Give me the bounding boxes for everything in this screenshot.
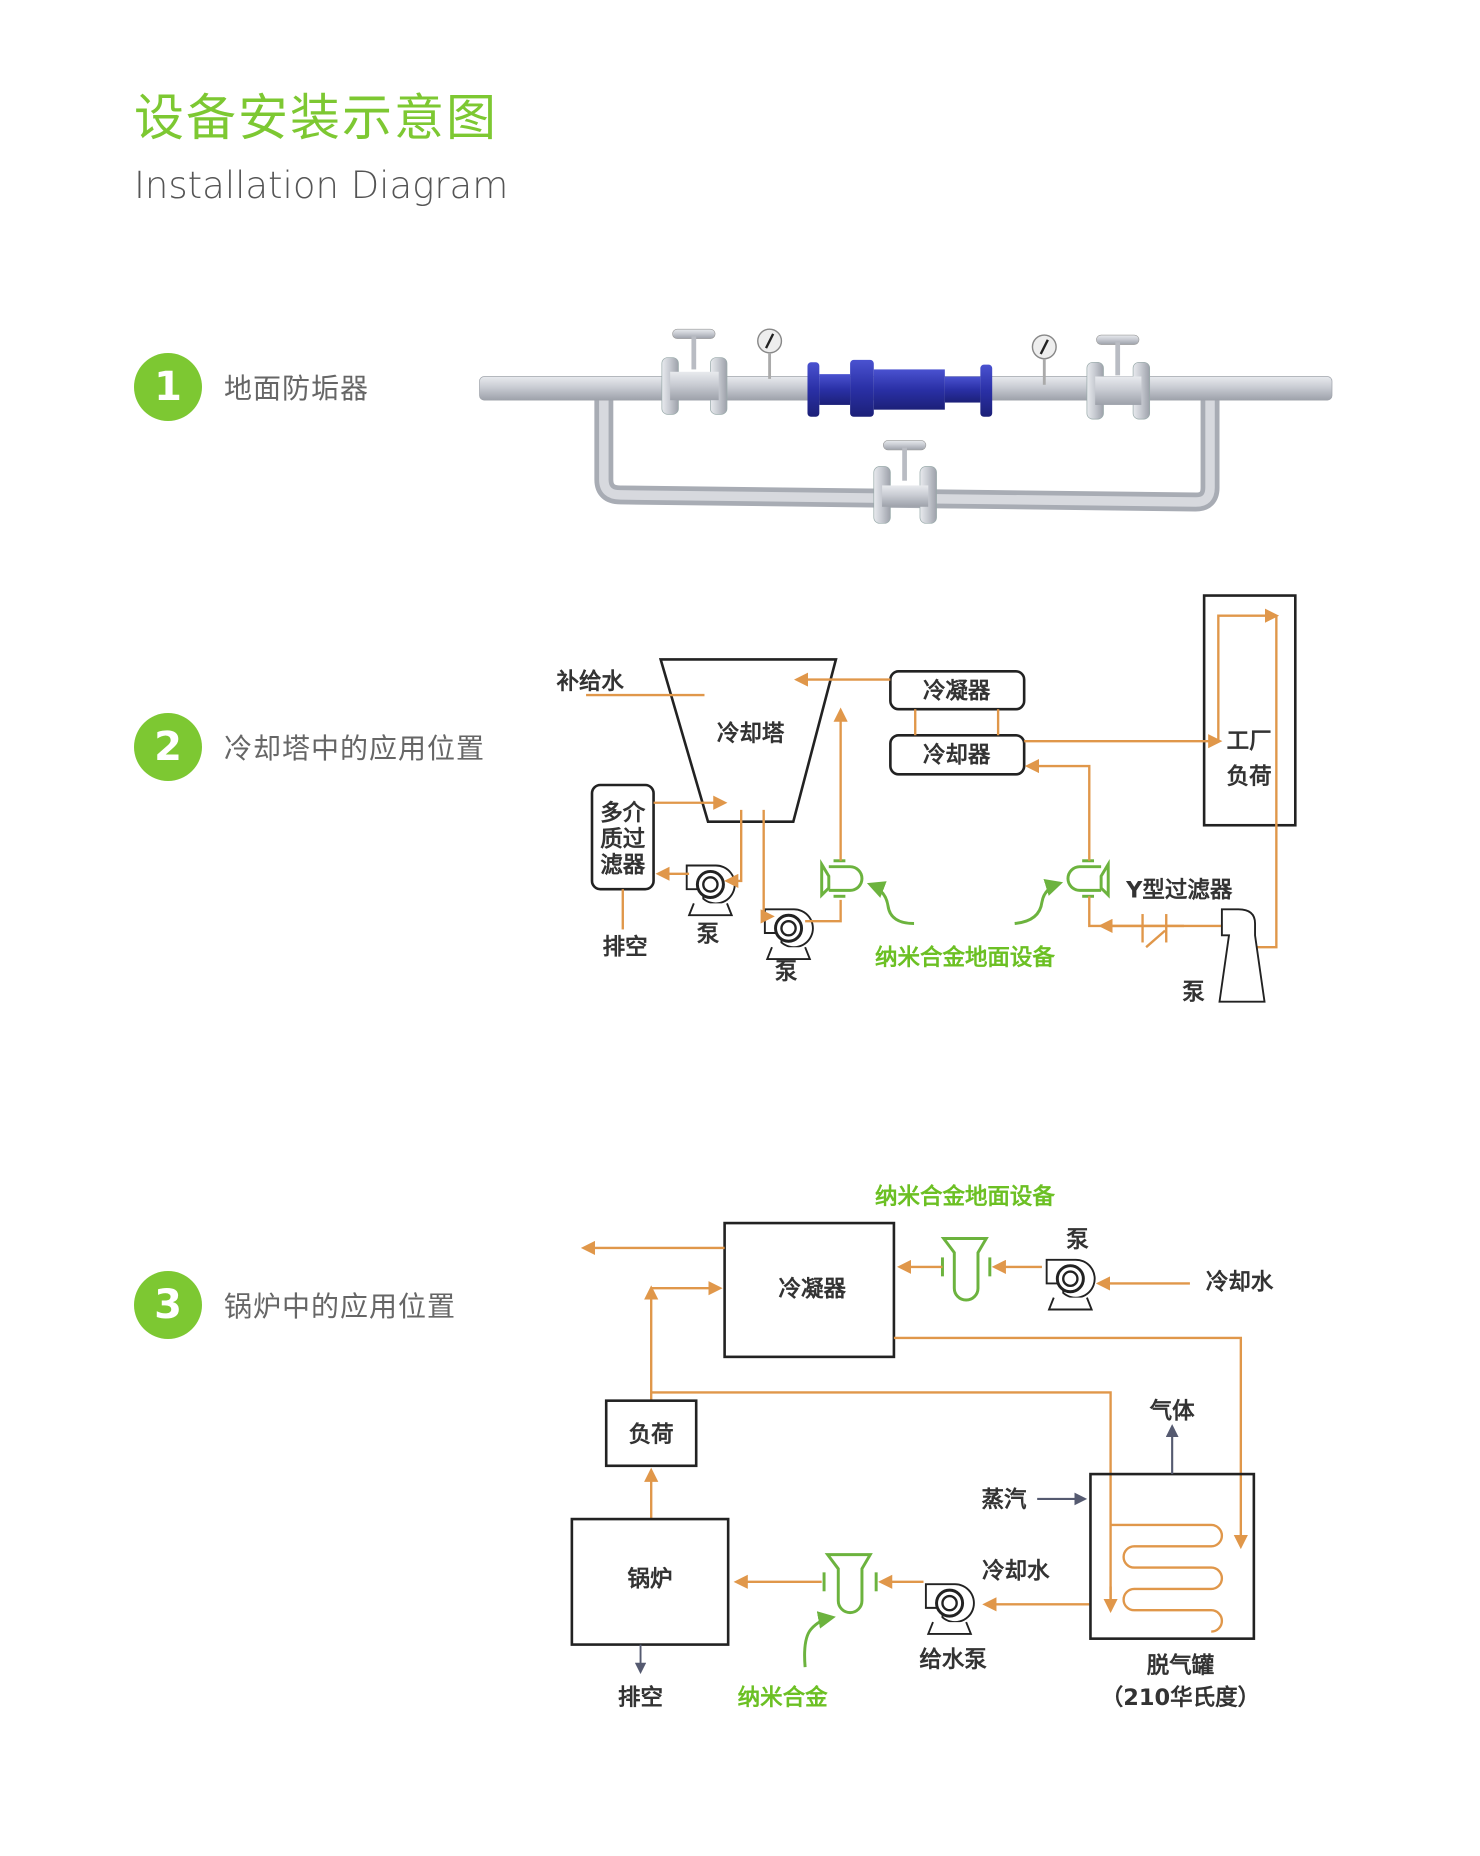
pump-icon <box>1218 908 1266 1003</box>
valve-handle-icon <box>882 439 927 482</box>
diagram-2-cooling-tower: 冷却塔 补给水 冷凝器 冷却器 工厂 负荷 多介 质过 滤器 <box>556 594 1297 1005</box>
step-badge: 3 <box>134 1271 202 1339</box>
filter-label: 滤器 <box>600 853 645 879</box>
nano-device-icon <box>1066 858 1110 899</box>
condenser-label: 冷凝器 <box>778 1275 846 1302</box>
section-label: 锅炉中的应用位置 <box>224 1290 457 1323</box>
page-title: 设备安装示意图 <box>134 89 498 147</box>
condenser-label: 冷凝器 <box>923 678 991 705</box>
pump-label: 泵 <box>1182 979 1205 1005</box>
section-3-heading: 3 锅炉中的应用位置 <box>134 1271 456 1339</box>
pressure-gauge-icon <box>1031 333 1058 386</box>
nano-device-icon <box>940 1236 992 1302</box>
load-label: 负荷 <box>629 1422 674 1448</box>
nano-device-label: 纳米合金地面设备 <box>875 944 1055 971</box>
main-pipe <box>479 376 1333 401</box>
plant-load-box <box>1202 594 1297 827</box>
nano-device-icon <box>820 858 864 899</box>
section-2-heading: 2 冷却塔中的应用位置 <box>134 713 485 781</box>
drain-label: 排空 <box>603 933 648 960</box>
boiler-box <box>570 1517 730 1646</box>
step-badge: 2 <box>134 713 202 781</box>
pump-label: 泵 <box>697 921 720 947</box>
pump-icon <box>685 864 737 917</box>
valve-handle-icon <box>671 328 716 371</box>
feed-pump-icon <box>924 1582 976 1636</box>
gas-label: 气体 <box>1149 1397 1195 1424</box>
heat-coil <box>1110 1523 1223 1633</box>
drain-label: 排空 <box>618 1684 663 1711</box>
nano-device-icon <box>822 1553 878 1615</box>
pump-icon <box>1045 1258 1097 1311</box>
cooler-label: 冷却器 <box>923 741 991 768</box>
page-subtitle: Installation Diagram <box>134 164 509 207</box>
deaerator-label: 脱气罐 <box>1147 1652 1215 1679</box>
diagram-3-boiler: 纳米合金地面设备 冷凝器 泵 冷却水 负荷 <box>570 1183 1274 1711</box>
section-1-heading: 1 地面防垢器 <box>134 353 369 421</box>
section-label: 冷却塔中的应用位置 <box>224 732 486 765</box>
valve-handle-icon <box>1095 334 1140 376</box>
feed-pump-label: 给水泵 <box>919 1646 987 1673</box>
condenser-box <box>723 1221 896 1359</box>
nano-alloy-unit <box>807 359 993 417</box>
load-box <box>604 1399 698 1468</box>
pump-label: 泵 <box>1066 1227 1089 1253</box>
diagram-1-scale-inhibitor <box>479 327 1333 524</box>
pump-label: 泵 <box>775 959 798 985</box>
filter-label: 质过 <box>600 827 645 853</box>
cooling-water-label: 冷却水 <box>982 1557 1050 1584</box>
steam-label: 蒸汽 <box>982 1487 1027 1513</box>
pressure-gauge-icon <box>756 327 783 381</box>
plant-load-label: 负荷 <box>1227 764 1272 790</box>
y-strainer-label: Y型过滤器 <box>1125 877 1233 903</box>
deaerator-temp-label: （210华氏度） <box>1101 1684 1260 1711</box>
cooling-tower-shape <box>658 658 838 823</box>
cooler-box <box>889 733 1026 776</box>
cooling-tower-label: 冷却塔 <box>717 720 785 747</box>
step-badge: 1 <box>134 353 202 421</box>
nano-alloy-label: 纳米合金 <box>738 1684 828 1711</box>
pump-icon <box>763 907 815 961</box>
filter-label: 多介 <box>600 800 645 827</box>
cooling-water-label: 冷却水 <box>1206 1268 1274 1295</box>
boiler-label: 锅炉 <box>628 1566 673 1593</box>
plant-load-label: 工厂 <box>1227 728 1272 754</box>
section-label: 地面防垢器 <box>224 372 370 405</box>
nano-device-label: 纳米合金地面设备 <box>875 1183 1055 1210</box>
condenser-box <box>889 670 1026 711</box>
deaerator-box <box>1089 1472 1256 1640</box>
multimedia-filter-box <box>590 783 655 891</box>
makeup-water-label: 补给水 <box>556 668 624 695</box>
